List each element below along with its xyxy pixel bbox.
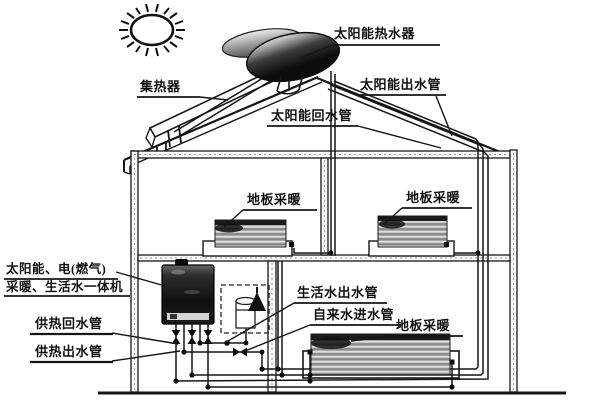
solar-tank — [221, 28, 341, 95]
valves — [171, 250, 481, 390]
label-solar-return-pipe: 太阳能回水管 — [271, 108, 353, 123]
floor-heating-panel-upper-right — [368, 215, 455, 257]
label-combi-unit-line1: 太阳能、电(燃气) — [6, 262, 107, 276]
label-domestic-water-outlet-pipe: 生活水出水管 — [297, 285, 379, 300]
label-floor-heating-upper-left: 地板采暖 — [247, 192, 302, 207]
valve-icon — [171, 330, 181, 344]
tap-cylinder-icon — [235, 296, 256, 329]
valve-icon — [203, 330, 213, 344]
label-solar-water-heater: 太阳能热水器 — [334, 26, 416, 41]
collector-pipes — [173, 74, 273, 138]
label-floor-heating-lower: 地板采暖 — [396, 318, 451, 333]
label-combi-unit-line2: 采暖、生活水一体机 — [6, 280, 124, 294]
water-tap-unit — [220, 284, 270, 334]
label-underlines — [4, 44, 472, 364]
floor-heating-panel-lower — [302, 333, 460, 379]
valve-icon — [187, 330, 197, 344]
floor-heating-panel-upper-left — [202, 219, 294, 257]
label-solar-outlet-pipe: 太阳能出水管 — [360, 77, 442, 92]
leader-lines — [111, 44, 453, 362]
label-floor-heating-upper-right: 地板采暖 — [406, 190, 461, 205]
valve-icon — [233, 347, 247, 357]
boiler-unit — [161, 259, 215, 325]
label-collector: 集热器 — [140, 79, 181, 94]
house-walls — [130, 149, 518, 393]
shower-icon — [248, 287, 266, 311]
label-heating-outlet-pipe: 供热出水管 — [35, 344, 103, 359]
sun-icon — [119, 3, 185, 57]
label-tap-water-inlet-pipe: 自来水进水管 — [313, 307, 395, 322]
label-heating-return-pipe: 供热回水管 — [35, 316, 103, 331]
roof-structure — [123, 75, 506, 175]
